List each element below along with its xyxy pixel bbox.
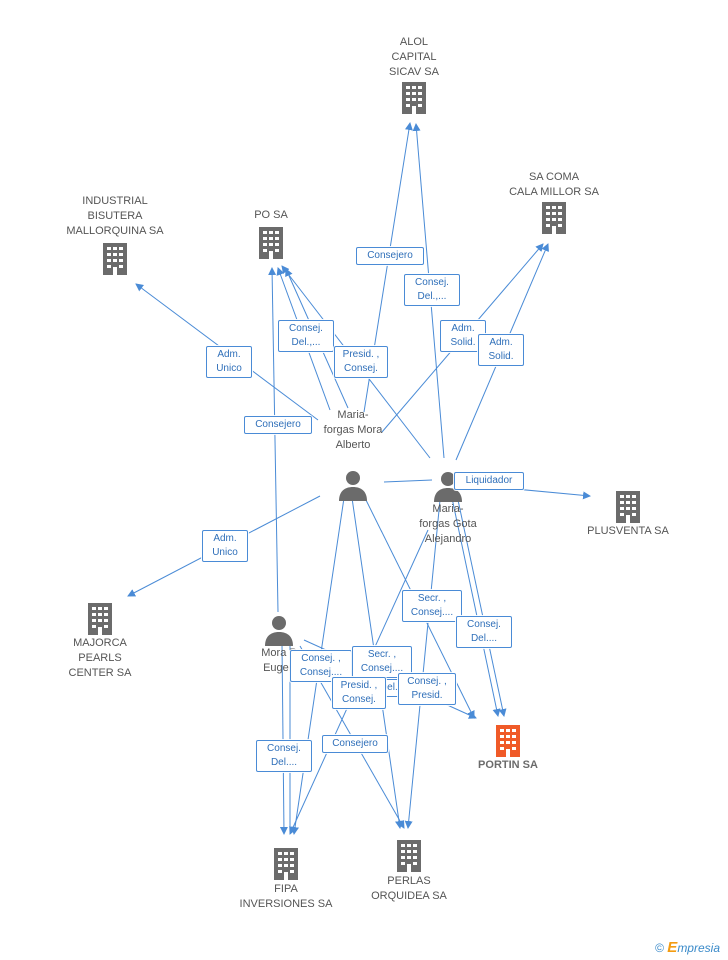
node-label: Maria- forgas Gota Alejandro bbox=[419, 503, 477, 545]
node-industrial-bisutera[interactable]: INDUSTRIAL BISUTERA MALLORQUINA SA bbox=[60, 194, 170, 277]
node-portin-sa[interactable]: PORTIN SA bbox=[468, 722, 548, 773]
node-label: FIPA INVERSIONES SA bbox=[239, 883, 333, 910]
brand-initial: E bbox=[667, 939, 678, 956]
node-person-alejandro[interactable]: Maria- forgas Gota Alejandro bbox=[400, 470, 496, 547]
building-icon bbox=[616, 491, 640, 523]
node-majorca-pearls[interactable]: MAJORCA PEARLS CENTER SA bbox=[60, 600, 140, 681]
building-icon bbox=[496, 725, 520, 757]
node-plusventa[interactable]: PLUSVENTA SA bbox=[580, 488, 676, 539]
node-alol-capital[interactable]: ALOL CAPITAL SICAV SA bbox=[376, 35, 452, 114]
building-icon bbox=[103, 243, 127, 275]
node-person-eugenio[interactable]: Mora P Eugen bbox=[244, 614, 314, 676]
building-icon bbox=[259, 227, 283, 259]
edge-alejandro-portin-1 bbox=[451, 497, 501, 717]
building-icon bbox=[402, 82, 426, 114]
node-label: PORTIN SA bbox=[478, 759, 538, 771]
edge-label-adm-unico-industrial[interactable]: Adm. Unico bbox=[206, 346, 252, 378]
edge-label-consejero-alol[interactable]: Consejero bbox=[356, 247, 424, 265]
edge-label-consej-del-po[interactable]: Consej. Del.,... bbox=[278, 320, 334, 352]
building-icon bbox=[274, 848, 298, 880]
edge-eugenio-po bbox=[268, 267, 279, 613]
edge-alberto-alejandro bbox=[383, 479, 433, 483]
edge-label-presid-consej-2[interactable]: Presid. , Consej. bbox=[332, 677, 386, 709]
node-label: PO SA bbox=[254, 209, 288, 221]
node-po-sa[interactable]: PO SA bbox=[238, 208, 304, 261]
edge-alejandro-portin-2 bbox=[457, 499, 507, 717]
node-label: INDUSTRIAL BISUTERA MALLORQUINA SA bbox=[66, 195, 164, 237]
edge-label-adm-unico-majorca[interactable]: Adm. Unico bbox=[202, 530, 248, 562]
building-icon bbox=[542, 202, 566, 234]
node-label: PLUSVENTA SA bbox=[587, 525, 669, 537]
node-label: ALOL CAPITAL SICAV SA bbox=[389, 36, 439, 78]
edge-label-consejero-po[interactable]: Consejero bbox=[244, 416, 312, 434]
edge-label-liquidador[interactable]: Liquidador bbox=[454, 472, 524, 490]
node-label: Maria- forgas Mora Alberto bbox=[323, 409, 383, 451]
edge-label-consejero-perlas[interactable]: Consejero bbox=[322, 735, 388, 753]
node-label: PERLAS ORQUIDEA SA bbox=[371, 875, 447, 902]
building-icon bbox=[88, 603, 112, 635]
empresia-watermark: © Empresia bbox=[655, 939, 720, 956]
edge-label-consej-consej[interactable]: Consej. , Consej.... bbox=[290, 650, 352, 682]
node-fipa-inversiones[interactable]: FIPA INVERSIONES SA bbox=[238, 844, 334, 912]
node-label: SA COMA CALA MILLOR SA bbox=[509, 171, 599, 198]
edge-label-consej-del-portin[interactable]: Consej. Del.... bbox=[456, 616, 512, 648]
edge-label-adm-solid-2[interactable]: Adm. Solid. bbox=[478, 334, 524, 366]
node-person-alberto[interactable]: Maria- forgas Mora Alberto bbox=[310, 408, 396, 501]
building-icon bbox=[397, 840, 421, 872]
edge-label-consej-presid[interactable]: Consej. , Presid. bbox=[398, 673, 456, 705]
brand-name: mpresia bbox=[677, 941, 720, 955]
edge-label-consej-del-alol[interactable]: Consej. Del.,... bbox=[404, 274, 460, 306]
person-icon bbox=[265, 616, 293, 646]
edge-label-consej-del-fipa[interactable]: Consej. Del.... bbox=[256, 740, 312, 772]
edge-label-secr-consej-2[interactable]: Secr. , Consej.... bbox=[352, 646, 412, 678]
edge-eugenio-fipa-1 bbox=[279, 643, 288, 835]
edge-alejandro-perlas bbox=[404, 499, 441, 829]
person-icon bbox=[434, 472, 462, 502]
person-icon bbox=[339, 471, 367, 501]
copyright-symbol: © bbox=[655, 941, 664, 955]
node-sa-coma[interactable]: SA COMA CALA MILLOR SA bbox=[504, 170, 604, 234]
edge-label-secr-consej-1[interactable]: Secr. , Consej.... bbox=[402, 590, 462, 622]
node-perlas-orquidea[interactable]: PERLAS ORQUIDEA SA bbox=[366, 836, 452, 904]
edge-label-presid-consej-po[interactable]: Presid. , Consej. bbox=[334, 346, 388, 378]
node-label: MAJORCA PEARLS CENTER SA bbox=[68, 637, 132, 679]
